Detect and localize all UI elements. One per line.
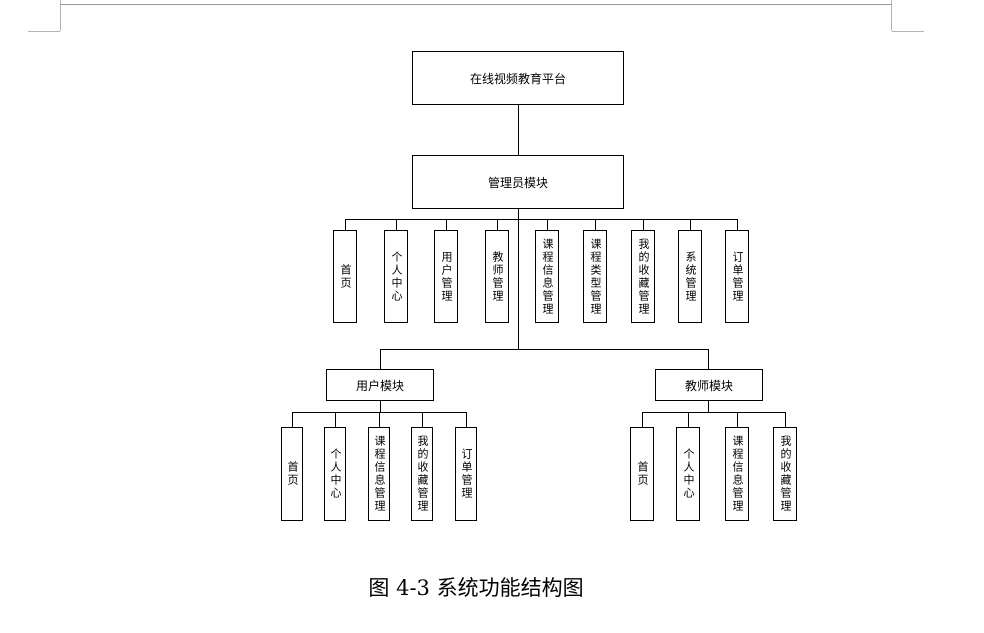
admin-child-label: 首页 xyxy=(339,263,352,290)
admin-drop-line xyxy=(497,219,498,230)
teacher-child-node: 首页 xyxy=(630,427,654,521)
user-drop-line xyxy=(335,412,336,427)
admin-child-label: 个人中心 xyxy=(390,250,403,303)
admin-drop-line xyxy=(690,219,691,230)
admin-drop-line xyxy=(396,219,397,230)
user-child-label: 我的收藏管理 xyxy=(416,435,429,513)
page-top-rule xyxy=(60,4,892,5)
teacher-child-label: 个人中心 xyxy=(682,448,695,500)
admin-child-node: 我的收藏管理 xyxy=(631,230,655,323)
teacher-child-label: 我的收藏管理 xyxy=(779,435,792,513)
teacher-child-label: 课程信息管理 xyxy=(731,435,744,513)
user-stem-line xyxy=(380,401,381,412)
teacher-bus-line xyxy=(642,412,786,413)
admin-drop-line xyxy=(345,219,346,230)
admin-child-node: 课程信息管理 xyxy=(535,230,559,323)
user-child-node: 我的收藏管理 xyxy=(411,427,433,521)
teacher-child-node: 课程信息管理 xyxy=(725,427,749,521)
user-child-node: 个人中心 xyxy=(324,427,346,521)
root-node: 在线视频教育平台 xyxy=(412,51,624,105)
teacher-module-node: 教师模块 xyxy=(655,369,763,401)
page-corner-mark-right-v xyxy=(891,0,892,31)
admin-child-node: 首页 xyxy=(333,230,357,323)
figure-caption: 图 4-3 系统功能结构图 xyxy=(368,576,584,600)
page-corner-mark-left-v xyxy=(60,0,61,31)
user-drop-line xyxy=(466,412,467,427)
teacher-drop-line xyxy=(737,412,738,427)
lower-bus-line xyxy=(380,349,709,350)
to-user-module-line xyxy=(380,349,381,369)
admin-child-label: 系统管理 xyxy=(684,250,697,303)
user-drop-line xyxy=(379,412,380,427)
user-drop-line xyxy=(422,412,423,427)
teacher-child-node: 个人中心 xyxy=(676,427,700,521)
admin-child-node: 系统管理 xyxy=(678,230,702,323)
user-module-node: 用户模块 xyxy=(326,369,434,401)
admin-child-node: 用户管理 xyxy=(434,230,458,323)
user-drop-line xyxy=(292,412,293,427)
admin-child-label: 课程类型管理 xyxy=(589,237,602,316)
teacher-drop-line xyxy=(642,412,643,427)
admin-bus-line xyxy=(345,219,738,220)
teacher-drop-line xyxy=(688,412,689,427)
user-child-label: 订单管理 xyxy=(460,448,473,500)
user-child-node: 首页 xyxy=(281,427,303,521)
admin-child-label: 课程信息管理 xyxy=(541,237,554,316)
teacher-stem-line xyxy=(708,401,709,412)
admin-child-node: 个人中心 xyxy=(384,230,408,323)
admin-drop-line xyxy=(595,219,596,230)
admin-trunk-line xyxy=(518,209,519,349)
user-child-label: 个人中心 xyxy=(329,448,342,500)
admin-drop-line xyxy=(547,219,548,230)
user-child-label: 课程信息管理 xyxy=(373,435,386,513)
user-child-node: 课程信息管理 xyxy=(368,427,390,521)
admin-child-label: 我的收藏管理 xyxy=(637,237,650,316)
user-child-label: 首页 xyxy=(286,461,299,487)
admin-child-label: 订单管理 xyxy=(731,250,744,303)
teacher-child-label: 首页 xyxy=(636,461,649,487)
admin-drop-line xyxy=(446,219,447,230)
page-corner-mark-left-h xyxy=(28,31,60,32)
teacher-drop-line xyxy=(785,412,786,427)
root-to-admin-line xyxy=(518,105,519,155)
admin-drop-line xyxy=(643,219,644,230)
to-teacher-module-line xyxy=(708,349,709,369)
admin-child-node: 课程类型管理 xyxy=(583,230,607,323)
page-corner-mark-right-h xyxy=(892,31,924,32)
user-child-node: 订单管理 xyxy=(455,427,477,521)
admin-child-node: 订单管理 xyxy=(725,230,749,323)
admin-child-node: 教师管理 xyxy=(485,230,509,323)
admin-child-label: 教师管理 xyxy=(491,250,504,303)
admin-child-label: 用户管理 xyxy=(440,250,453,303)
admin-module-node: 管理员模块 xyxy=(412,155,624,209)
admin-drop-line xyxy=(737,219,738,230)
teacher-child-node: 我的收藏管理 xyxy=(773,427,797,521)
